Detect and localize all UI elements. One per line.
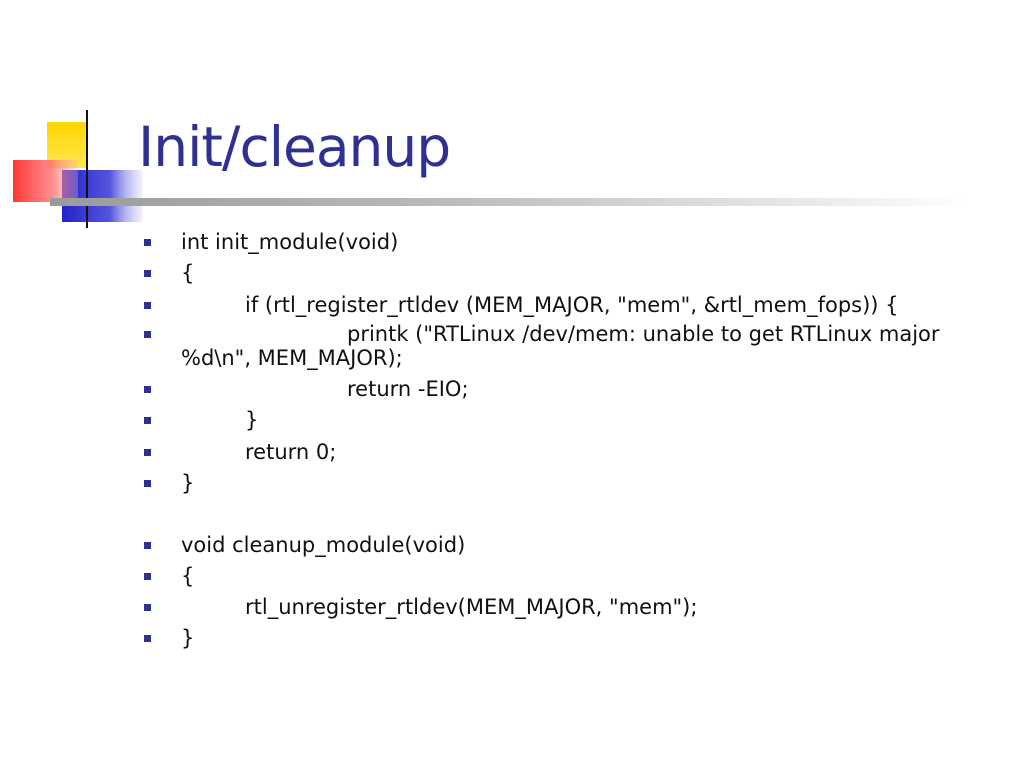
list-item: printk ("RTLinux /dev/mem: unable to get… (181, 322, 940, 370)
bullet-marker (144, 417, 151, 424)
list-item: if (rtl_register_rtldev (MEM_MAJOR, "mem… (245, 293, 899, 317)
list-item: { (181, 564, 195, 588)
bullet-marker (144, 573, 151, 580)
bullet-marker (144, 386, 151, 393)
bullet-marker (144, 604, 151, 611)
bullet-marker (144, 302, 151, 309)
bullet-marker (144, 480, 151, 487)
title-divider (50, 198, 970, 206)
list-item: } (245, 408, 259, 432)
list-item: return -EIO; (347, 377, 469, 401)
slide-title: Init/cleanup (138, 115, 451, 179)
deco-red-square (13, 160, 78, 202)
bullet-marker (144, 635, 151, 642)
list-item: } (181, 471, 195, 495)
list-item: void cleanup_module(void) (181, 533, 466, 557)
bullet-marker (144, 449, 151, 456)
bullet-marker (144, 331, 151, 338)
list-item: rtl_unregister_rtldev(MEM_MAJOR, "mem"); (245, 595, 698, 619)
bullet-marker (144, 270, 151, 277)
list-item: int init_module(void) (181, 230, 399, 254)
list-item: } (181, 626, 195, 650)
bullet-marker (144, 542, 151, 549)
list-item: { (181, 261, 195, 285)
bullet-marker (144, 239, 151, 246)
list-item: return 0; (245, 440, 337, 464)
